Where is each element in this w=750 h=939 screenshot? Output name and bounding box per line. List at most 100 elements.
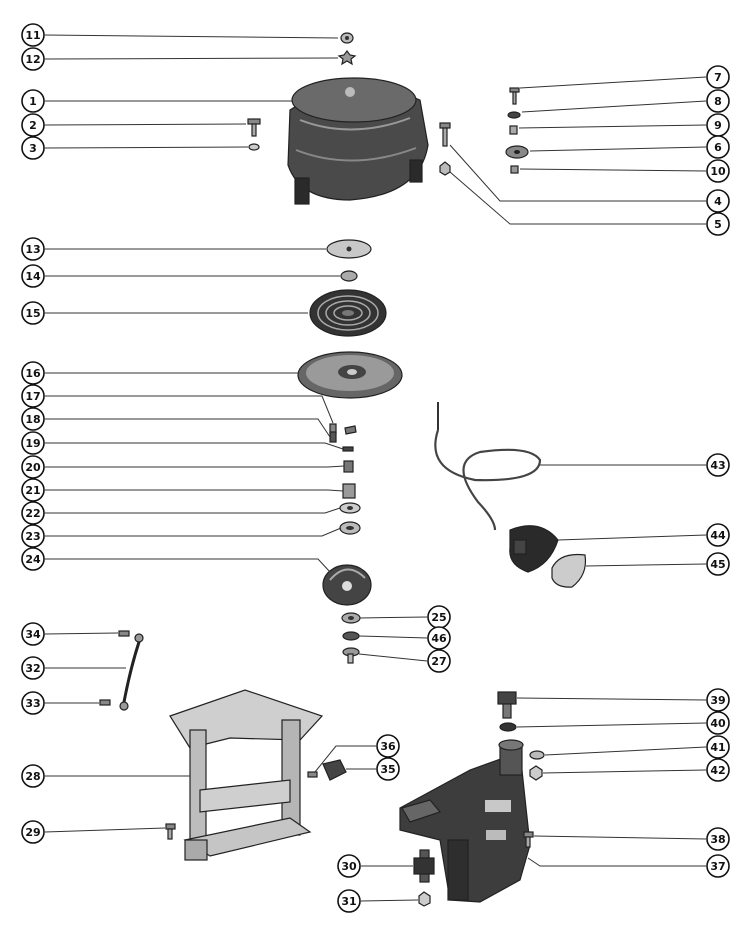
svg-text:35: 35	[380, 763, 395, 776]
callout-36: 36	[376, 734, 400, 758]
callout-43: 43	[706, 453, 730, 477]
part-bolt-39	[497, 691, 517, 719]
callout-13: 13	[21, 237, 45, 261]
callout-11: 11	[21, 23, 45, 47]
svg-text:6: 6	[714, 141, 722, 154]
svg-text:5: 5	[714, 218, 722, 231]
svg-text:15: 15	[25, 307, 40, 320]
part-nut-10	[510, 165, 519, 174]
svg-text:43: 43	[710, 459, 725, 472]
part-bushing-14	[340, 270, 358, 282]
svg-text:41: 41	[710, 741, 725, 754]
svg-text:3: 3	[29, 142, 37, 155]
callout-20: 20	[21, 455, 45, 479]
svg-text:37: 37	[710, 860, 725, 873]
svg-text:18: 18	[25, 413, 40, 426]
svg-text:34: 34	[25, 628, 41, 641]
callout-38: 38	[706, 827, 730, 851]
svg-text:31: 31	[341, 895, 356, 908]
callout-14: 14	[21, 264, 45, 288]
callout-34: 34	[21, 622, 45, 646]
callout-27: 27	[427, 649, 451, 673]
part-plate-13	[326, 239, 372, 259]
callout-32: 32	[21, 656, 45, 680]
svg-text:33: 33	[25, 697, 40, 710]
part-bushing-20	[343, 460, 354, 473]
callout-16: 16	[21, 361, 45, 385]
part-nut-42	[529, 765, 543, 781]
part-spring-15	[309, 289, 387, 337]
svg-text:38: 38	[710, 833, 725, 846]
svg-text:44: 44	[710, 529, 726, 542]
callout-23: 23	[21, 524, 45, 548]
callout-8: 8	[706, 89, 730, 113]
svg-text:30: 30	[341, 860, 357, 873]
part-washer-40	[499, 722, 517, 732]
callout-44: 44	[706, 523, 730, 547]
part-anchor-45	[551, 553, 587, 588]
callout-42: 42	[706, 758, 730, 782]
part-star-washer-12	[337, 50, 357, 66]
callout-1: 1	[21, 89, 45, 113]
svg-text:23: 23	[25, 530, 40, 543]
svg-text:39: 39	[710, 694, 725, 707]
callout-17: 17	[21, 384, 45, 408]
parts-group	[99, 32, 587, 907]
part-washer-8	[507, 111, 521, 119]
part-washer-22	[339, 502, 361, 514]
part-screw-2	[247, 118, 261, 137]
part-screw-29	[165, 823, 176, 840]
svg-text:22: 22	[25, 507, 40, 520]
callout-39: 39	[706, 688, 730, 712]
svg-text:10: 10	[710, 165, 726, 178]
callout-5: 5	[706, 212, 730, 236]
part-clip-19	[342, 446, 354, 452]
svg-text:27: 27	[431, 655, 446, 668]
part-pulley-16	[297, 351, 403, 399]
callout-18: 18	[21, 407, 45, 431]
part-cable-32	[119, 633, 144, 711]
callout-24: 24	[21, 547, 45, 571]
svg-text:16: 16	[25, 367, 41, 380]
callout-12: 12	[21, 47, 45, 71]
callout-15: 15	[21, 301, 45, 325]
part-mount-30	[413, 849, 435, 883]
callout-2: 2	[21, 113, 45, 137]
svg-text:2: 2	[29, 119, 37, 132]
callout-4: 4	[706, 189, 730, 213]
part-handle-44	[509, 525, 559, 573]
svg-text:32: 32	[25, 662, 40, 675]
callout-33: 33	[21, 691, 45, 715]
callout-29: 29	[21, 820, 45, 844]
svg-text:46: 46	[431, 632, 447, 645]
svg-text:36: 36	[380, 740, 396, 753]
callout-37: 37	[706, 854, 730, 878]
svg-text:1: 1	[29, 95, 37, 108]
callout-35: 35	[376, 757, 400, 781]
svg-text:13: 13	[25, 243, 40, 256]
part-washer-41	[529, 750, 545, 760]
part-nut-11	[340, 32, 354, 44]
svg-text:9: 9	[714, 119, 722, 132]
svg-text:4: 4	[714, 195, 722, 208]
part-washer-25	[341, 612, 361, 624]
callout-19: 19	[21, 431, 45, 455]
part-cam-24	[322, 564, 372, 606]
part-screw-7	[509, 87, 520, 105]
svg-text:42: 42	[710, 764, 725, 777]
callout-31: 31	[337, 889, 361, 913]
part-washer-3	[248, 143, 260, 151]
part-screw-34	[118, 630, 130, 637]
callout-46: 46	[427, 626, 451, 650]
leader-lines	[44, 34, 707, 902]
svg-text:40: 40	[710, 717, 726, 730]
callout-30: 30	[337, 854, 361, 878]
callout-6: 6	[706, 135, 730, 159]
callout-7: 7	[706, 65, 730, 89]
part-clamp-35	[322, 759, 347, 781]
callout-10: 10	[706, 159, 730, 183]
callout-40: 40	[706, 711, 730, 735]
callout-22: 22	[21, 501, 45, 525]
part-spacer-9	[509, 125, 518, 135]
